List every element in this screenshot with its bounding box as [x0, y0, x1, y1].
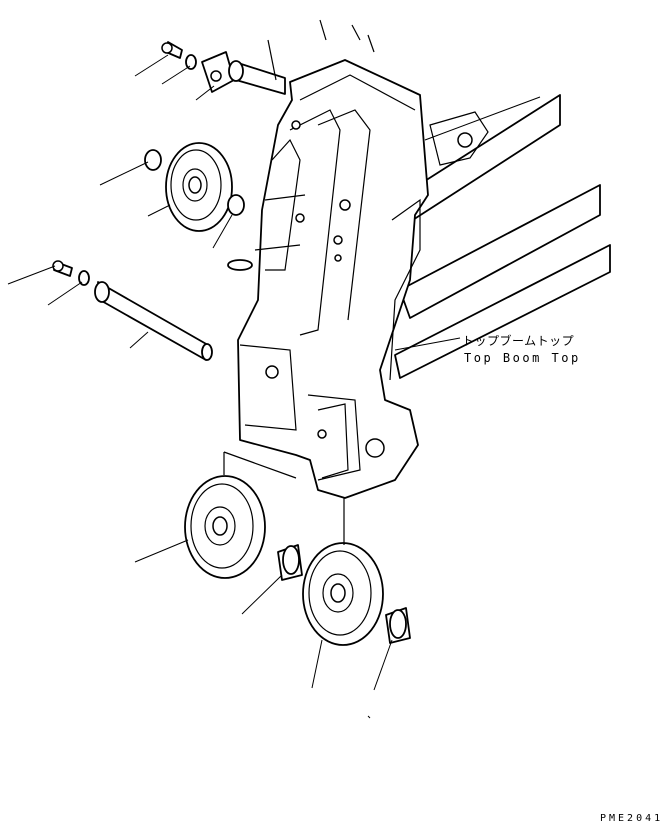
- leader-lines: [7, 54, 541, 719]
- boom-body: [394, 94, 611, 379]
- part-name-japanese: トップブームトップ: [462, 334, 575, 348]
- upper-sheave: [144, 142, 253, 271]
- lower-right-sheave: [302, 498, 411, 646]
- part-name-english: Top Boom Top: [464, 351, 581, 365]
- figure-code: PME2041: [600, 813, 664, 824]
- long-shaft: [52, 260, 213, 361]
- lower-left-sheave: [184, 451, 303, 581]
- upper-pin-assembly: [161, 19, 375, 95]
- boom-top-bracket: [237, 59, 429, 499]
